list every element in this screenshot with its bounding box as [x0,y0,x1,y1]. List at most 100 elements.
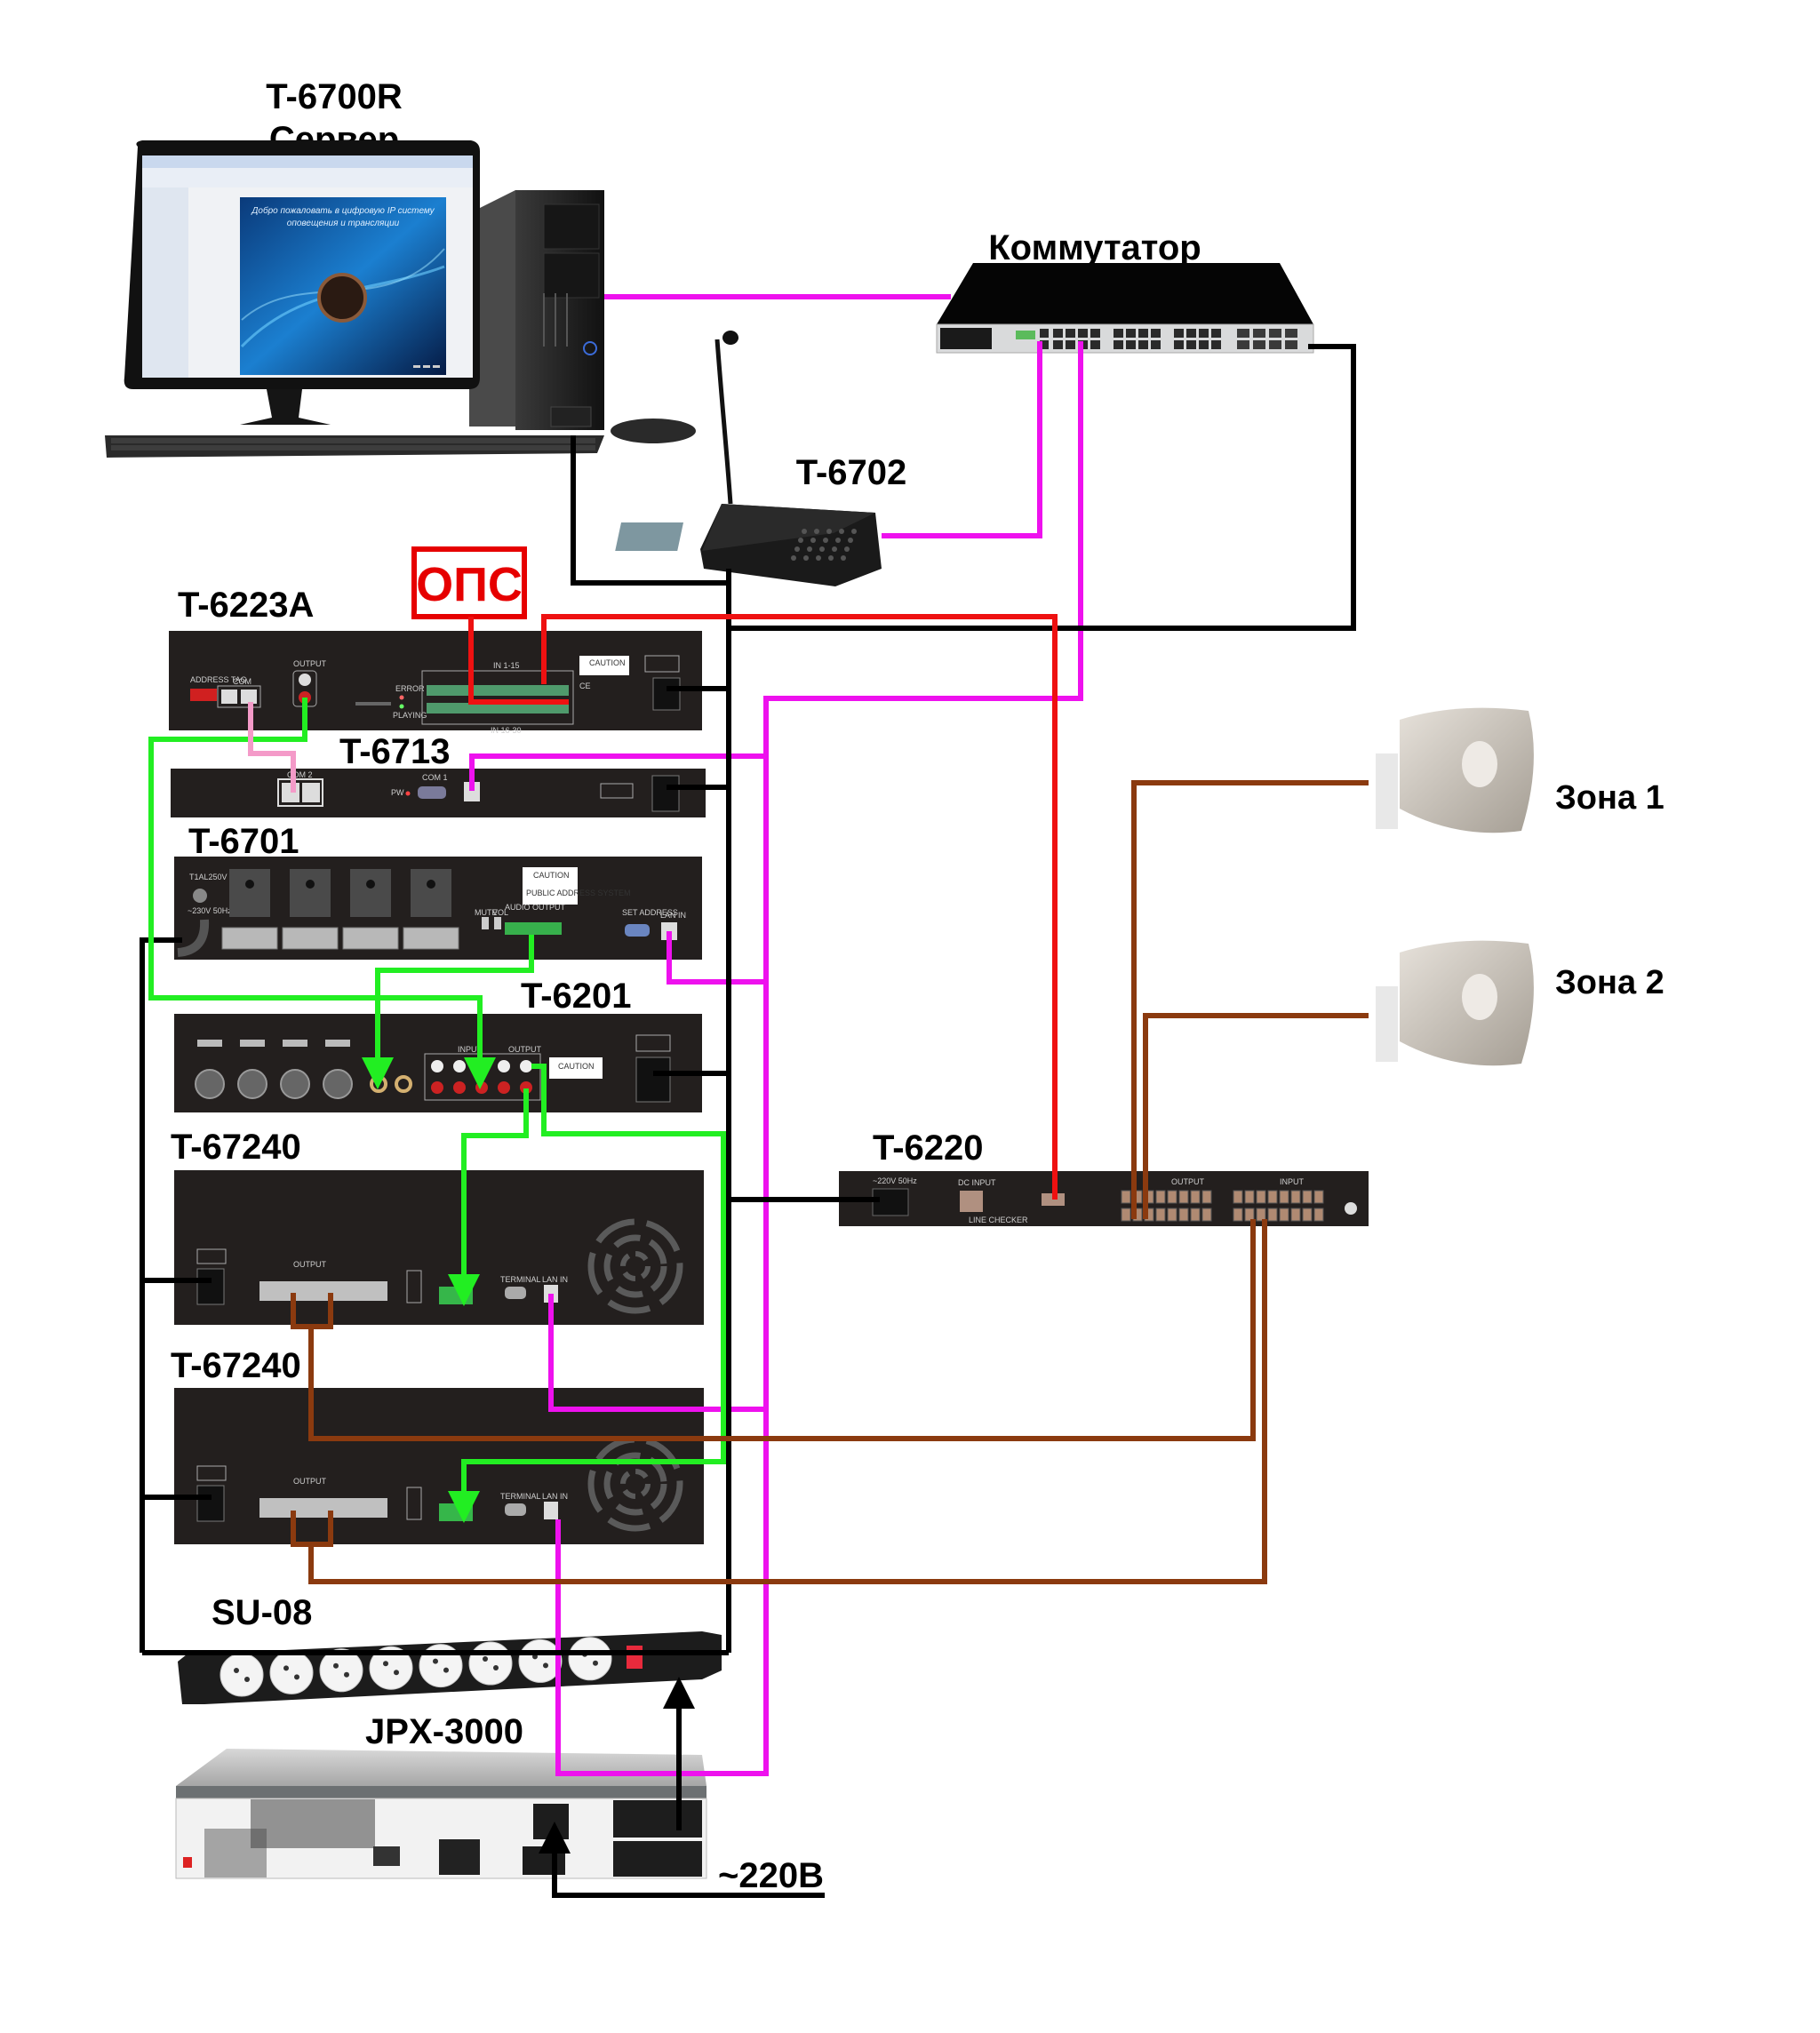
xlr-input [280,1069,310,1099]
dc-input-terminal [960,1191,983,1212]
sfp-port [1285,329,1297,338]
ethernet-port [1199,340,1209,349]
ethernet-port [1053,329,1063,338]
keypad-button [844,546,850,552]
ethernet-port [1151,340,1161,349]
terminal-screw [1178,1190,1189,1204]
console-keypad [791,529,857,561]
keypad-button [814,529,819,534]
ethernet-port [1066,329,1075,338]
keypad-button [826,529,832,534]
keypad-button [832,546,837,552]
in-bottom-text: IN 16-30 [491,726,522,735]
power-text: ~220V 50Hz [873,1176,917,1185]
output-terminal-blocks [221,927,459,950]
terminal-screw [1313,1208,1324,1222]
caution-sticker [549,1057,603,1079]
schuko-socket [269,1650,314,1694]
terminal-screw [1233,1190,1243,1204]
speaker-bracket [1376,753,1398,829]
ups-output-sockets-top [613,1800,702,1838]
dc-input-text: DC INPUT [958,1178,996,1187]
ethernet-port [1211,329,1221,338]
wire-switch-power [729,344,1356,631]
pc-tower [469,190,604,430]
terminal-screw [1155,1190,1166,1204]
terminal-screw [1256,1208,1266,1222]
xlr-input [195,1069,225,1099]
db9-port [418,786,446,799]
terminal-screw [1155,1208,1166,1222]
ethernet-port [1114,329,1123,338]
screen-welcome-subtext: оповещения и трансляции [287,219,400,228]
output-text: OUTPUT [293,1260,327,1269]
rca-white [520,1060,532,1072]
terminal-db9 [505,1287,526,1299]
xlr-input [323,1069,353,1099]
output-text: OUTPUT [1171,1177,1205,1186]
terminal-screw [1302,1190,1313,1204]
sd-slot [355,702,391,706]
caution-text: CAUTION [533,871,570,880]
terminal-block [221,927,278,950]
ethernet-port [1090,340,1100,349]
phantom-switch [197,1040,222,1047]
ethernet-port [1211,340,1221,349]
input-terminals-bottom [427,703,569,714]
phantom-switch [240,1040,265,1047]
caution-sticker [523,867,578,905]
ethernet-port [1126,340,1136,349]
ethernet-port [1066,340,1075,349]
paging-console-t6702: T-6702 [615,331,906,586]
socket-hole [333,1662,339,1669]
rca-white [453,1060,466,1072]
schuko-socket [369,1646,413,1690]
schuko-socket [220,1653,264,1697]
wire-lan-t67240-1 [548,1294,766,1412]
ethernet-port [1114,340,1123,349]
terminal-blocks [1121,1190,1324,1222]
terminal-block [342,927,399,950]
com-text: COM [233,677,251,686]
line-checker-text: LINE CHECKER [969,1216,1028,1224]
socket-hole [234,1668,239,1673]
terminal-screw [1279,1190,1289,1204]
universal-outlet [411,869,451,917]
rca-white [498,1060,510,1072]
fan-grille [587,1218,683,1314]
mouse [611,419,696,443]
lan-in-text: LAN IN [542,1275,568,1284]
speaker-output-terminals [259,1281,387,1301]
terminal-screw [1201,1208,1212,1222]
sfp-port [1237,329,1249,338]
speaker-zone-1: Зона 1 [1376,707,1664,833]
com-port-1 [221,690,237,704]
wire-server-power [571,435,730,586]
vol-text: VOL [492,908,508,917]
socket-hole [283,1665,289,1671]
monitor: Добро пожаловать в цифровую IP систему о… [124,140,480,425]
iec-power-inlet [652,677,681,711]
audio-output-text: AUDIO OUTPUT [505,903,566,912]
terminal-screw [1256,1190,1266,1204]
ups-output-sockets-bottom [613,1841,702,1877]
keypad-button [851,529,857,534]
socket-hole [493,1665,499,1670]
output-text: OUTPUT [293,1477,327,1486]
mute-text: MUTE [475,908,498,917]
ethernet-port [1090,329,1100,338]
wire-t6701-to-emc [362,935,534,1089]
pas-text: PUBLIC ADDRESS SYSTEM [526,889,631,897]
terminal-screw [1201,1190,1212,1204]
wire-t6201-out-2 [448,1064,726,1523]
terminal-screw [1290,1190,1301,1204]
ce-mark: CE [579,682,591,690]
schuko-socket [568,1637,612,1681]
terminal-screw [1267,1208,1278,1222]
terminal-screw [1302,1208,1313,1222]
keypad-button [803,555,809,561]
keypad-button [828,555,834,561]
wire-switch-to-console [882,341,1042,538]
keypad-button [841,555,846,561]
